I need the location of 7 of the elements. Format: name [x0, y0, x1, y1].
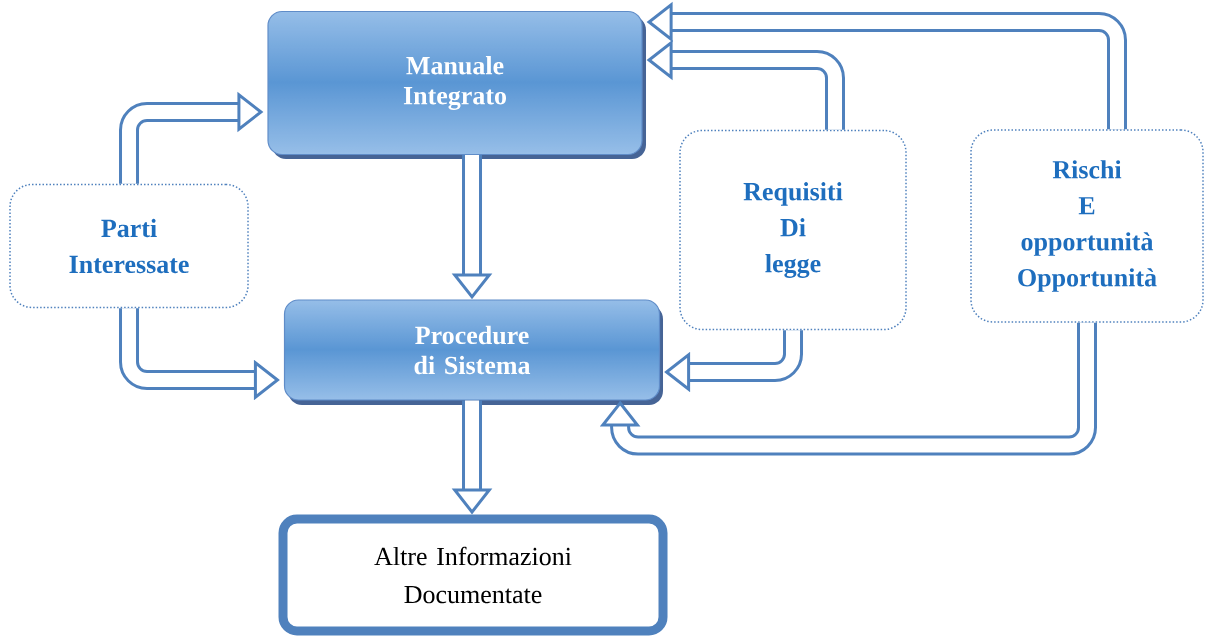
input-box: Requisiti Di legge — [679, 129, 907, 331]
output-box: Altre Informazioni Documentate — [278, 514, 668, 636]
block-arrow — [599, 322, 1097, 456]
process-box: Procedure di Sistema — [283, 299, 663, 405]
input-box: Parti Interessate — [9, 183, 249, 309]
input-box: Rischi E opportunità Opportunità — [970, 129, 1204, 323]
process-box: Manuale Integrato — [267, 10, 646, 159]
